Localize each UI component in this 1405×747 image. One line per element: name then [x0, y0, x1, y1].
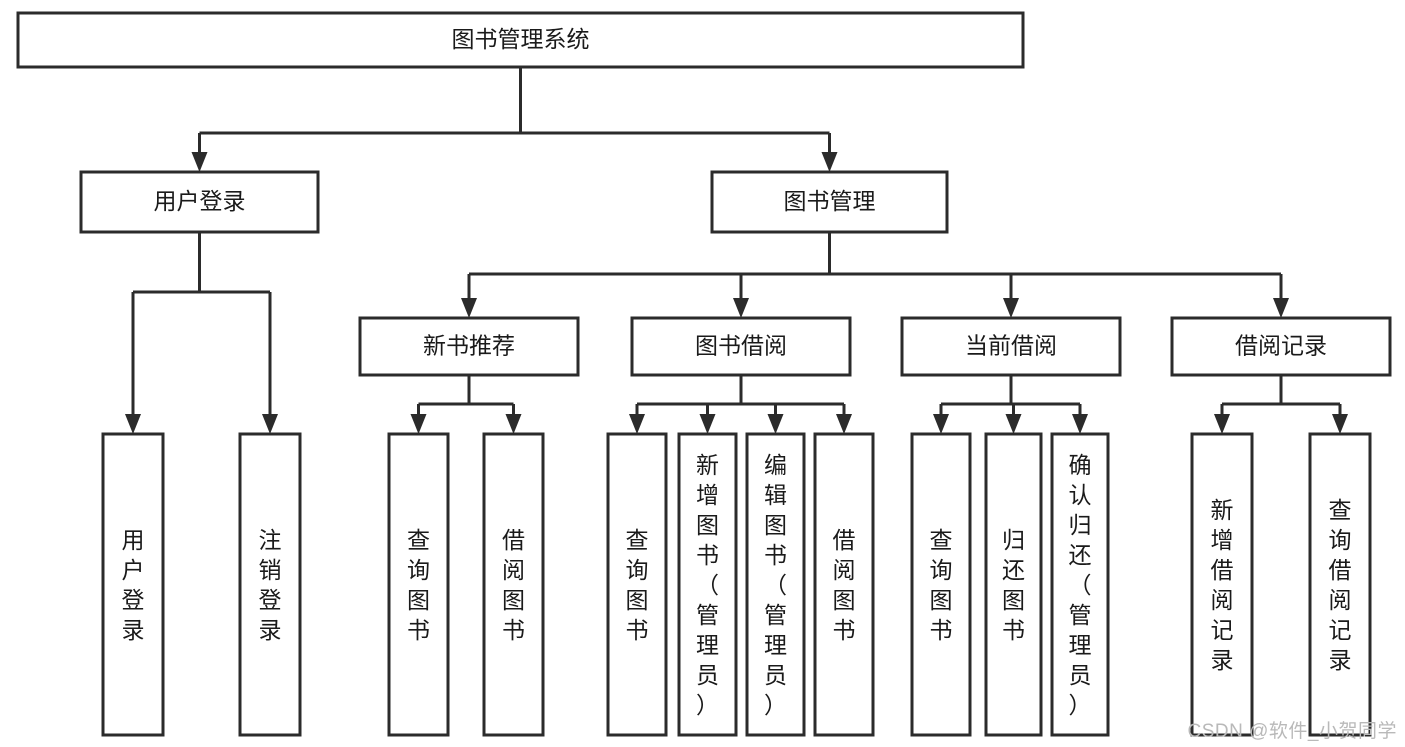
node-leaf-add-record[interactable]: 新增借阅记录 [1190, 432, 1254, 737]
node-label-user-login: 用户登录 [154, 188, 246, 214]
node-label-leaf-borrow-book-1: 借阅图书 [502, 527, 525, 643]
node-label-new-book-rec: 新书推荐 [423, 333, 515, 359]
node-leaf-logout[interactable]: 注销登录 [238, 432, 302, 737]
edge-group-book-borrow [629, 375, 852, 434]
node-new-book-rec[interactable]: 新书推荐 [358, 316, 580, 377]
node-box-leaf-borrow-book-2 [813, 432, 875, 737]
node-box-leaf-query-record [1308, 432, 1372, 737]
arrow-head-user-login [191, 152, 208, 172]
node-label-leaf-query-book-1: 查询图书 [407, 527, 430, 643]
node-label-book-borrow: 图书借阅 [695, 333, 787, 359]
node-label-leaf-user-login: 用户登录 [122, 527, 145, 643]
node-leaf-query-book-2[interactable]: 查询图书 [606, 432, 668, 737]
node-label-leaf-return-book: 归还图书 [1002, 527, 1025, 643]
node-user-login[interactable]: 用户登录 [79, 170, 320, 234]
node-book-manage[interactable]: 图书管理 [710, 170, 949, 234]
node-label-leaf-confirm-return: 确认归还（管理员） [1069, 452, 1092, 718]
arrow-head-leaf-query-record [1332, 414, 1348, 434]
node-box-leaf-return-book [984, 432, 1043, 737]
arrow-head-leaf-user-login [125, 414, 141, 434]
node-leaf-edit-book[interactable]: 编辑图书（管理员） [745, 432, 806, 737]
arrow-head-leaf-add-record [1214, 414, 1230, 434]
edge-group-book-manage [461, 232, 1289, 318]
arrow-head-new-book-rec [461, 298, 477, 318]
node-label-root: 图书管理系统 [452, 26, 590, 52]
node-leaf-query-book-3[interactable]: 查询图书 [910, 432, 972, 737]
arrow-head-leaf-return-book [1005, 414, 1022, 434]
node-box-leaf-query-book-3 [910, 432, 972, 737]
arrow-head-borrow-record [1273, 298, 1289, 318]
node-label-book-manage: 图书管理 [784, 188, 876, 214]
arrow-head-leaf-borrow-book-1 [505, 414, 522, 434]
node-leaf-add-book[interactable]: 新增图书（管理员） [677, 432, 738, 737]
node-label-leaf-logout: 注销登录 [259, 527, 282, 643]
node-leaf-query-record[interactable]: 查询借阅记录 [1308, 432, 1372, 737]
node-box-leaf-logout [238, 432, 302, 737]
node-box-borrow-record [1170, 316, 1392, 377]
node-label-leaf-borrow-book-2: 借阅图书 [833, 527, 856, 643]
diagram-nodes-layer: 图书管理系统用户登录图书管理新书推荐图书借阅当前借阅借阅记录用户登录注销登录查询… [16, 11, 1392, 737]
node-label-borrow-record: 借阅记录 [1235, 333, 1327, 359]
node-label-leaf-add-record: 新增借阅记录 [1211, 497, 1234, 673]
node-label-leaf-edit-book: 编辑图书（管理员） [764, 452, 787, 718]
node-leaf-borrow-book-1[interactable]: 借阅图书 [482, 432, 545, 737]
node-box-new-book-rec [358, 316, 580, 377]
node-box-leaf-query-book-1 [387, 432, 450, 737]
node-box-root [16, 11, 1025, 69]
arrow-head-book-manage [821, 152, 838, 172]
node-leaf-confirm-return[interactable]: 确认归还（管理员） [1050, 432, 1110, 737]
edge-group-borrow-record [1214, 375, 1348, 434]
node-box-current-borrow [900, 316, 1122, 377]
node-box-leaf-query-book-2 [606, 432, 668, 737]
arrow-head-leaf-query-book-1 [410, 414, 427, 434]
edge-group-new-book-rec [410, 375, 522, 434]
arrow-head-leaf-query-book-3 [933, 414, 949, 434]
arrow-head-leaf-borrow-book-2 [836, 414, 852, 434]
node-box-leaf-user-login [101, 432, 165, 737]
edge-group-root [191, 67, 838, 172]
edge-group-current-borrow [933, 375, 1088, 434]
node-box-leaf-confirm-return [1050, 432, 1110, 737]
node-leaf-return-book[interactable]: 归还图书 [984, 432, 1043, 737]
node-box-leaf-edit-book [745, 432, 806, 737]
node-leaf-user-login[interactable]: 用户登录 [101, 432, 165, 737]
connector-edges-layer [125, 67, 1348, 434]
node-leaf-query-book-1[interactable]: 查询图书 [387, 432, 450, 737]
node-leaf-borrow-book-2[interactable]: 借阅图书 [813, 432, 875, 737]
arrow-head-leaf-edit-book [767, 414, 784, 434]
arrow-head-leaf-confirm-return [1072, 414, 1088, 434]
node-label-current-borrow: 当前借阅 [965, 333, 1057, 359]
node-label-leaf-query-book-3: 查询图书 [930, 527, 953, 643]
csdn-watermark: CSDN @软件_小贺同学 [1187, 721, 1397, 742]
arrow-head-leaf-logout [262, 414, 278, 434]
arrow-head-leaf-add-book [699, 414, 716, 434]
arrow-head-book-borrow [733, 298, 749, 318]
arrow-head-current-borrow [1003, 298, 1019, 318]
node-label-leaf-query-record: 查询借阅记录 [1329, 497, 1352, 673]
node-box-leaf-borrow-book-1 [482, 432, 545, 737]
node-label-leaf-query-book-2: 查询图书 [626, 527, 649, 643]
node-label-leaf-add-book: 新增图书（管理员） [696, 452, 719, 718]
node-box-book-manage [710, 170, 949, 234]
node-current-borrow[interactable]: 当前借阅 [900, 316, 1122, 377]
node-root[interactable]: 图书管理系统 [16, 11, 1025, 69]
node-borrow-record[interactable]: 借阅记录 [1170, 316, 1392, 377]
edge-group-user-login [125, 232, 278, 434]
node-box-user-login [79, 170, 320, 234]
arrow-head-leaf-query-book-2 [629, 414, 645, 434]
node-book-borrow[interactable]: 图书借阅 [630, 316, 852, 377]
node-box-leaf-add-record [1190, 432, 1254, 737]
node-box-book-borrow [630, 316, 852, 377]
node-box-leaf-add-book [677, 432, 738, 737]
